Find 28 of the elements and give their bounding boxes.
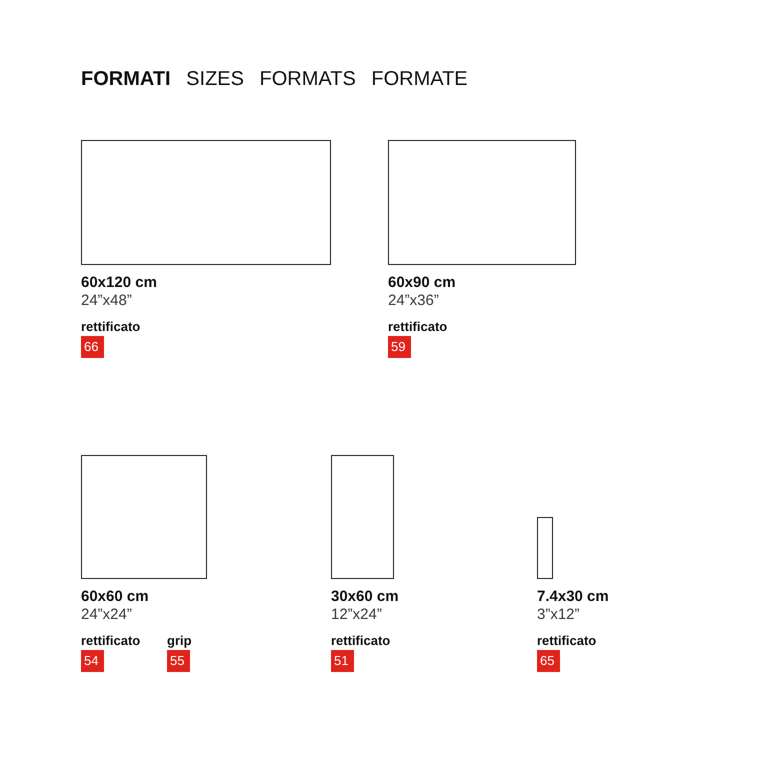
number-tag: 51 — [331, 650, 354, 672]
size-metric-label: 7.4x30 cm — [537, 588, 609, 605]
size-imperial-label: 12”x24” — [331, 606, 382, 623]
format-outline — [331, 455, 394, 579]
finish-label: rettificato — [388, 319, 448, 334]
finish-label: rettificato — [331, 633, 390, 648]
number-tag: 55 — [167, 650, 190, 672]
finish-label: rettificato — [537, 633, 596, 648]
finish-label: rettificato — [81, 633, 140, 648]
number-tag: 65 — [537, 650, 560, 672]
number-tag: 66 — [81, 336, 104, 358]
page-title: FORMATI SIZES FORMATS FORMATE — [81, 67, 468, 91]
format-outline — [81, 140, 331, 265]
format-outline — [81, 455, 207, 579]
number-tag: 59 — [388, 336, 411, 358]
size-imperial-label: 24”x24” — [81, 606, 132, 623]
finish-label: rettificato — [81, 319, 140, 334]
size-metric-label: 60x60 cm — [81, 588, 149, 605]
size-imperial-label: 24”x48” — [81, 292, 132, 309]
size-imperial-label: 24”x36” — [388, 292, 439, 309]
format-outline — [537, 517, 553, 579]
size-metric-label: 60x90 cm — [388, 274, 456, 291]
format-outline — [388, 140, 576, 265]
size-metric-label: 30x60 cm — [331, 588, 399, 605]
size-metric-label: 60x120 cm — [81, 274, 157, 291]
finish-label: grip — [167, 633, 192, 648]
size-imperial-label: 3”x12” — [537, 606, 580, 623]
number-tag: 54 — [81, 650, 104, 672]
